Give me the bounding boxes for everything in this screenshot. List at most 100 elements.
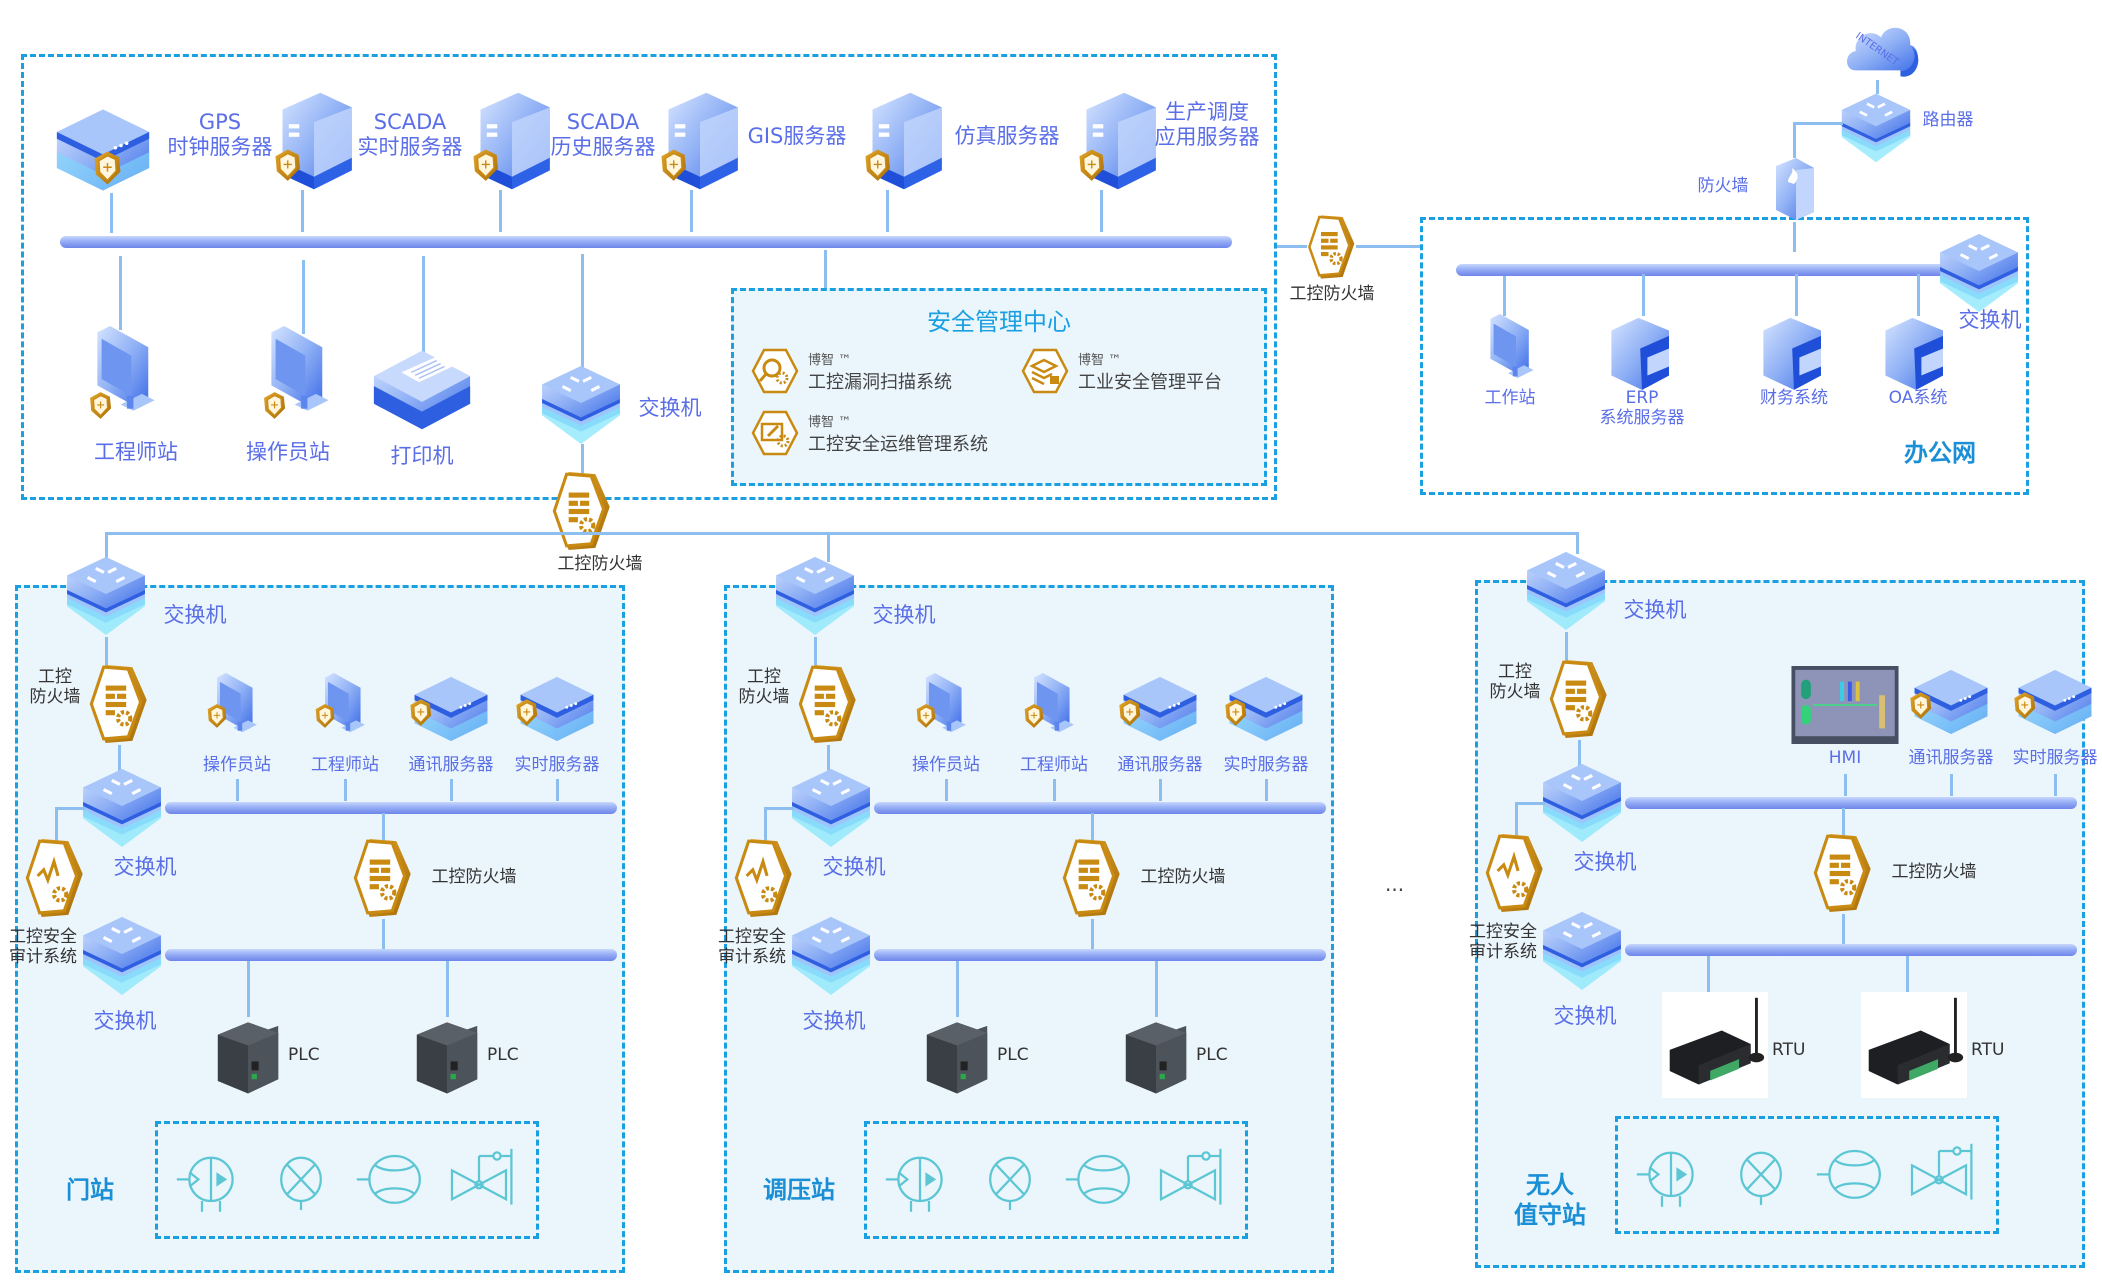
security-item-vuln-scan[interactable]: 博智 ™ 工控漏洞扫描系统	[751, 348, 952, 394]
firewall-appliance-icon[interactable]	[1770, 156, 1820, 222]
connector	[422, 256, 425, 356]
gps-clock-server-icon[interactable]	[48, 105, 158, 195]
connector	[827, 532, 830, 562]
audit-system-icon[interactable]	[1483, 832, 1545, 914]
center-firewall-icon[interactable]	[550, 470, 612, 552]
station-device-icon[interactable]	[2013, 666, 2095, 738]
office-switch-icon[interactable]	[1938, 232, 2020, 314]
station-device-icon[interactable]	[1224, 673, 1306, 745]
station-mid-firewall-icon[interactable]	[351, 837, 413, 919]
station-bottom-switch-icon[interactable]	[1541, 910, 1623, 992]
connector	[827, 745, 830, 775]
station-mid-firewall-icon[interactable]	[1060, 837, 1122, 919]
station-mid-firewall-label: 工控防火墙	[1891, 862, 1977, 882]
production-scheduling-server-icon[interactable]	[1076, 88, 1160, 194]
station-bottom-switch-icon[interactable]	[81, 915, 163, 997]
station-firewall-icon[interactable]	[796, 663, 858, 745]
connector	[956, 961, 959, 1017]
station-device-icon[interactable]	[207, 673, 263, 747]
connector	[236, 779, 239, 801]
connector	[1159, 779, 1162, 801]
station-device-icon[interactable]	[1118, 673, 1200, 745]
center-switch-label: 交换机	[638, 396, 702, 420]
office-firewall-icon[interactable]	[1306, 212, 1356, 282]
erp-server-icon[interactable]	[1606, 312, 1678, 394]
connector	[1795, 274, 1798, 316]
oa-system-icon[interactable]	[1880, 312, 1952, 394]
brand-label: 博智 ™	[808, 352, 852, 368]
station-title: 调压站	[763, 1176, 835, 1204]
security-item-platform[interactable]: 博智 ™ 工业安全管理平台	[1021, 348, 1222, 394]
security-item-ops[interactable]: 博智 ™ 工控安全运维管理系统	[751, 410, 988, 456]
gis-server-icon[interactable]	[658, 88, 742, 194]
station-device-label: 通讯服务器	[408, 755, 494, 775]
plc-device-icon[interactable]	[212, 1017, 284, 1097]
scada-realtime-server-icon[interactable]	[272, 88, 356, 194]
station-device-label: 通讯服务器	[1117, 755, 1203, 775]
station-bottom-switch-icon[interactable]	[790, 915, 872, 997]
audit-system-icon[interactable]	[732, 837, 794, 919]
connector	[118, 745, 121, 775]
operator-station-icon[interactable]	[262, 326, 338, 432]
station-device-icon[interactable]	[315, 673, 371, 747]
tank-symbol-icon	[1064, 1147, 1136, 1219]
engineer-station-icon[interactable]	[88, 326, 164, 432]
rtu-device-icon[interactable]	[1660, 992, 1770, 1098]
station-device-icon[interactable]	[409, 673, 491, 745]
station-device-icon[interactable]	[1790, 666, 1900, 744]
audit-system-icon[interactable]	[23, 837, 85, 919]
station-device-icon[interactable]	[515, 673, 597, 745]
office-switch-label: 交换机	[1958, 308, 2022, 332]
connector	[1565, 632, 1568, 662]
connector	[1707, 956, 1710, 992]
rtu-device-icon[interactable]	[1859, 992, 1969, 1098]
pump-symbol-icon	[1635, 1142, 1707, 1214]
connector	[690, 190, 693, 232]
center-switch-icon[interactable]	[540, 364, 622, 446]
router-icon[interactable]	[1840, 92, 1912, 164]
connector	[1515, 802, 1518, 842]
vuln-scan-icon	[751, 348, 799, 394]
station-firewall-icon[interactable]	[87, 663, 149, 745]
finance-system-icon[interactable]	[1758, 312, 1830, 394]
station-firewall-side-label: 工控防火墙	[738, 667, 790, 708]
station-mid-switch-icon[interactable]	[81, 767, 163, 849]
station-top-switch-icon[interactable]	[1525, 550, 1607, 632]
plc-device-icon[interactable]	[921, 1017, 993, 1097]
pump-symbol-icon	[884, 1147, 956, 1219]
connector	[1515, 802, 1545, 805]
station-mid-firewall-icon[interactable]	[1811, 832, 1873, 914]
station-top-switch-icon[interactable]	[65, 555, 147, 637]
station-firewall-side-label: 工控防火墙	[1489, 662, 1541, 703]
instrument-zone	[155, 1121, 539, 1239]
plc-device-icon[interactable]	[1120, 1017, 1192, 1097]
station-mid-switch-icon[interactable]	[790, 767, 872, 849]
station-device-label: 实时服务器	[514, 755, 600, 775]
connector	[55, 807, 58, 847]
connector	[119, 256, 122, 330]
station-bottom-switch-label: 交换机	[802, 1009, 866, 1033]
station-device-icon[interactable]	[916, 673, 972, 747]
station-top-switch-icon[interactable]	[774, 555, 856, 637]
station-device-icon[interactable]	[1024, 673, 1080, 747]
plc-label: PLC	[487, 1045, 519, 1065]
connector	[1091, 813, 1094, 841]
station-mid-switch-icon[interactable]	[1541, 762, 1623, 844]
station-device-icon[interactable]	[1909, 666, 1991, 738]
office-workstation-icon[interactable]	[1484, 314, 1540, 394]
plc-device-icon[interactable]	[411, 1017, 483, 1097]
connector	[1576, 532, 1579, 554]
brand-label: 博智 ™	[1078, 352, 1122, 368]
rtu-label: RTU	[1971, 1040, 2005, 1060]
station-title: 无人值守站	[1514, 1171, 1586, 1229]
station-firewall-icon[interactable]	[1547, 658, 1609, 740]
simulation-server-icon[interactable]	[862, 88, 946, 194]
connector	[301, 190, 304, 232]
printer-icon[interactable]	[368, 342, 476, 442]
station-title: 门站	[66, 1176, 114, 1204]
scada-history-server-icon[interactable]	[470, 88, 554, 194]
connector	[55, 807, 85, 810]
